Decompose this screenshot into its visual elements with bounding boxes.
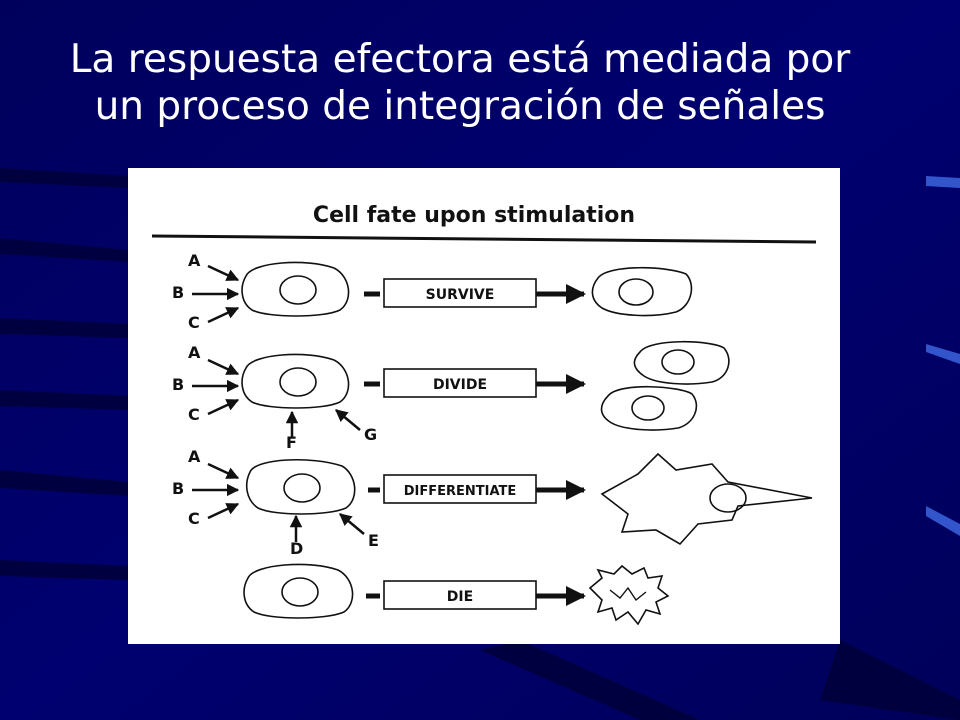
row-divide: A B C F G DIVIDE <box>172 340 730 452</box>
input-arrow <box>207 462 240 480</box>
input-cell <box>243 563 354 619</box>
cell-nucleus <box>661 349 695 375</box>
fate-label-survive: SURVIVE <box>426 287 495 303</box>
cell-fate-diagram: Cell fate upon stimulation A B C SURVIVE… <box>128 168 840 644</box>
input-label-b: B <box>172 479 184 498</box>
cell-nucleus <box>618 278 654 306</box>
input-label-b: B <box>172 283 184 302</box>
input-label-a: A <box>188 251 201 270</box>
cell-nucleus <box>279 367 317 397</box>
daughter-cell-2 <box>600 385 698 431</box>
input-arrow <box>207 398 240 416</box>
diagram-heading: Cell fate upon stimulation <box>313 203 635 228</box>
background-accent-marks <box>926 176 960 536</box>
input-label-c: C <box>188 313 200 332</box>
extra-signal-arrow <box>335 409 361 431</box>
extra-label-e: E <box>368 531 379 550</box>
cell-nucleus <box>709 483 747 513</box>
fate-label-die: DIE <box>447 589 473 605</box>
row-differentiate: A B C D E DIFFERENTIATE <box>172 447 813 558</box>
cell-nucleus <box>279 275 317 305</box>
cell-nucleus <box>283 473 321 503</box>
input-label-c: C <box>188 509 200 528</box>
input-label-a: A <box>188 343 201 362</box>
input-arrow <box>207 358 240 376</box>
daughter-cell-1 <box>633 340 730 385</box>
row-die: DIE <box>243 563 670 626</box>
slide-title-line-2: un proceso de integración de señales <box>94 84 826 129</box>
fate-label-differentiate: DIFFERENTIATE <box>404 484 517 499</box>
input-arrow <box>207 306 240 324</box>
row-survive: A B C SURVIVE <box>172 251 693 332</box>
background-streaks <box>0 168 960 720</box>
input-label-b: B <box>172 375 184 394</box>
differentiated-cell <box>600 452 813 546</box>
cell-nucleus <box>631 395 665 421</box>
input-label-a: A <box>188 447 201 466</box>
slide-title: La respuesta efectora está mediada por u… <box>0 36 920 130</box>
extra-label-d: D <box>290 539 303 558</box>
input-label-c: C <box>188 405 200 424</box>
fate-box-differentiate <box>383 474 537 504</box>
input-cell <box>245 459 356 515</box>
fate-label-divide: DIVIDE <box>433 377 487 393</box>
cell-fate-diagram-svg: Cell fate upon stimulation A B C SURVIVE… <box>151 203 817 626</box>
surviving-cell <box>591 266 693 317</box>
fate-box-die <box>383 580 537 610</box>
extra-label-f: F <box>286 433 297 452</box>
input-arrow <box>207 264 240 282</box>
apoptotic-cell <box>588 564 670 626</box>
cell-fragment <box>609 586 647 602</box>
input-arrow <box>207 502 240 520</box>
cell-nucleus <box>281 577 319 607</box>
heading-rule <box>151 234 817 244</box>
slide-title-line-1: La respuesta efectora está mediada por <box>69 37 851 82</box>
fate-box-divide <box>383 368 537 398</box>
extra-signal-arrow <box>339 513 365 535</box>
input-cell <box>241 353 350 409</box>
input-cell <box>241 261 350 317</box>
extra-label-g: G <box>364 425 377 444</box>
fate-box-survive <box>383 278 537 308</box>
